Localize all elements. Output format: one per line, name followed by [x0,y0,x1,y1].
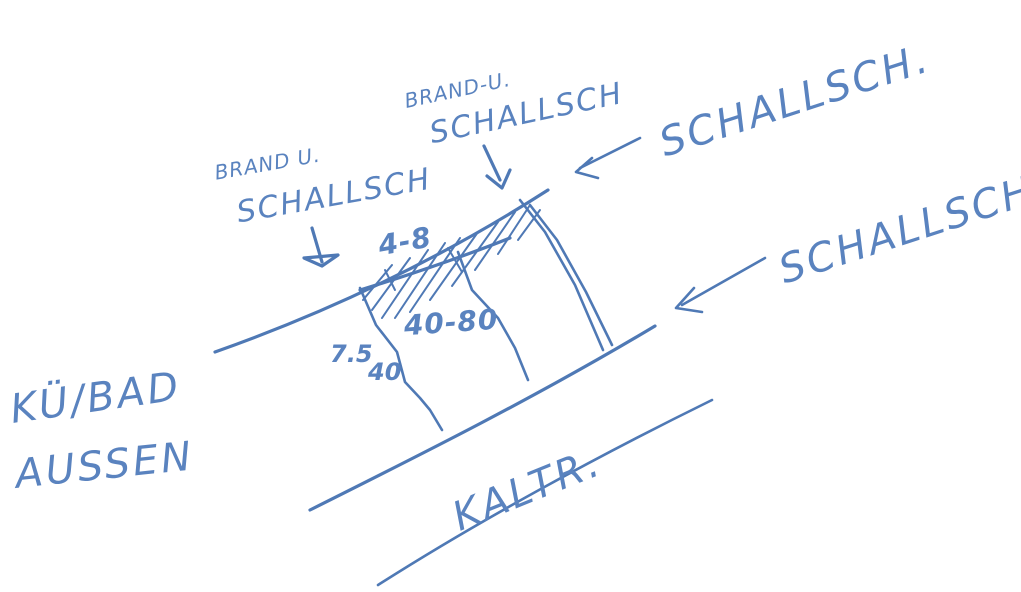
right-boundary-a [518,198,605,352]
insulation-hatching [362,204,541,319]
label-aussen: AUSSEN [10,433,196,498]
bottom-layer-line [308,324,657,512]
middle-boundary [456,250,530,382]
label-schallsch-top: SCHALLSCH. [654,36,936,167]
label-kaltr: KALTR. [446,439,608,540]
dim-40-80: 40-80 [402,303,500,343]
arrow-bottom-right-head [674,286,704,314]
top-outer-line [213,188,550,354]
label-brand-left-line1: BRAND U. [213,142,323,184]
right-boundary-b [528,203,614,347]
arrow-bottom-right-shaft [680,256,767,307]
floor-line [376,398,714,587]
label-schallsch-right: SCHALLSCH. [773,162,1021,293]
left-boundary [358,286,444,432]
label-kue-bad: KÜ/BAD [7,361,184,432]
arrow-left-head [302,253,340,268]
arrow-top-right-head [574,156,600,180]
dim-7-5: 7.5 [330,340,373,368]
arrow-mid-shaft [482,144,502,182]
top-inner-line [358,236,512,292]
dim-40: 40 [367,358,401,386]
arrow-mid-head [485,168,512,190]
dim-4-8: 4-8 [375,220,434,262]
arrow-top-right-shaft [578,136,642,170]
